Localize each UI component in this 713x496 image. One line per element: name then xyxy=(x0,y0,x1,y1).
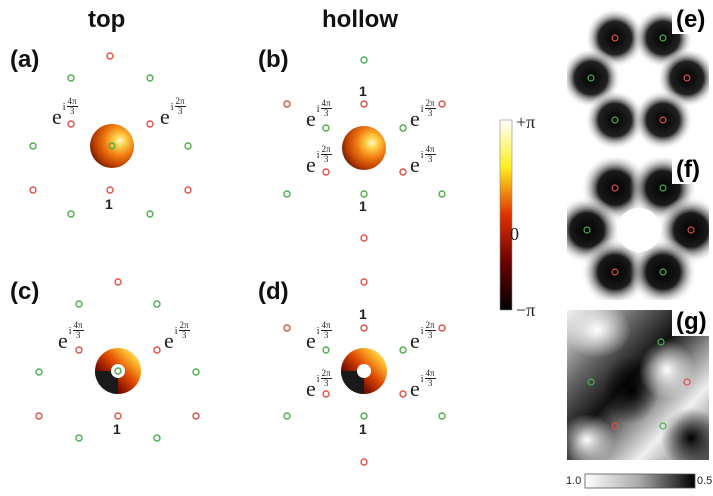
phase-label-one: 1 xyxy=(105,196,113,212)
grayscale-bar xyxy=(584,473,696,489)
panel-c-lattice xyxy=(35,278,200,442)
red-site xyxy=(114,412,122,420)
red-site xyxy=(322,390,330,398)
panel-b-lattice xyxy=(283,56,446,242)
red-site xyxy=(114,278,122,286)
green-site xyxy=(438,412,446,420)
red-site xyxy=(283,324,291,332)
panel-label-a: (a) xyxy=(10,46,40,73)
green-site xyxy=(153,300,161,308)
red-site xyxy=(322,168,330,176)
green-site xyxy=(29,142,37,150)
green-site xyxy=(67,210,75,218)
green-site xyxy=(35,368,43,376)
phase-label-one: 1 xyxy=(113,421,121,437)
green-site xyxy=(153,434,161,442)
green-site xyxy=(67,74,75,82)
green-site xyxy=(75,434,83,442)
panel-label-b: (b) xyxy=(258,46,289,73)
red-site xyxy=(283,100,291,108)
red-site xyxy=(67,120,75,128)
green-site xyxy=(322,124,330,132)
red-site xyxy=(184,186,192,194)
red-site xyxy=(35,412,43,420)
green-site xyxy=(360,412,368,420)
green-site xyxy=(146,74,154,82)
green-site xyxy=(108,142,116,150)
green-site xyxy=(360,56,368,64)
green-site xyxy=(184,142,192,150)
phase-label-one: 1 xyxy=(359,83,367,99)
header-hollow: hollow xyxy=(322,6,398,33)
red-site xyxy=(360,324,368,332)
panel-label-g: (g) xyxy=(672,308,711,336)
green-site xyxy=(399,346,407,354)
green-site xyxy=(283,190,291,198)
grayscale-bar-right-label: 0.5 xyxy=(697,475,713,487)
green-site xyxy=(192,368,200,376)
panel-label-d: (d) xyxy=(258,278,289,305)
red-site xyxy=(360,458,368,466)
colorbar-max-label: +π xyxy=(516,112,536,132)
red-site xyxy=(360,278,368,286)
red-site xyxy=(192,412,200,420)
panel-a-lattice xyxy=(29,52,192,218)
green-site xyxy=(146,210,154,218)
colorbar-mid-label: 0 xyxy=(510,224,519,244)
green-site xyxy=(360,190,368,198)
panel-label-e: (e) xyxy=(672,6,710,34)
red-site xyxy=(360,100,368,108)
panel-d-lattice xyxy=(283,278,446,466)
green-site xyxy=(283,412,291,420)
red-site xyxy=(153,346,161,354)
red-site xyxy=(106,52,114,60)
green-site xyxy=(438,190,446,198)
red-site xyxy=(146,120,154,128)
panel-label-c: (c) xyxy=(10,278,40,305)
phase-colorbar xyxy=(499,119,513,311)
phase-label-one: 1 xyxy=(359,198,367,214)
green-site xyxy=(75,300,83,308)
green-site xyxy=(322,346,330,354)
red-site xyxy=(438,324,446,332)
green-site xyxy=(399,124,407,132)
header-top: top xyxy=(88,6,126,33)
phase-vortex xyxy=(341,348,387,394)
red-site xyxy=(399,168,407,176)
red-site xyxy=(399,390,407,398)
phase-vortex xyxy=(95,348,141,394)
phase-label-one: 1 xyxy=(359,306,367,322)
orbital-sphere xyxy=(342,126,386,170)
phase-label-one: 1 xyxy=(359,421,367,437)
panel-label-f: (f) xyxy=(672,156,704,184)
orbital-sphere xyxy=(90,124,134,168)
red-site xyxy=(29,186,37,194)
red-site xyxy=(438,100,446,108)
panel-g-density-map xyxy=(567,310,709,460)
grayscale-bar-left-label: 1.0 xyxy=(566,475,582,487)
red-site xyxy=(75,346,83,354)
red-site xyxy=(106,186,114,194)
colorbar-min-label: −π xyxy=(516,300,536,320)
red-site xyxy=(360,234,368,242)
